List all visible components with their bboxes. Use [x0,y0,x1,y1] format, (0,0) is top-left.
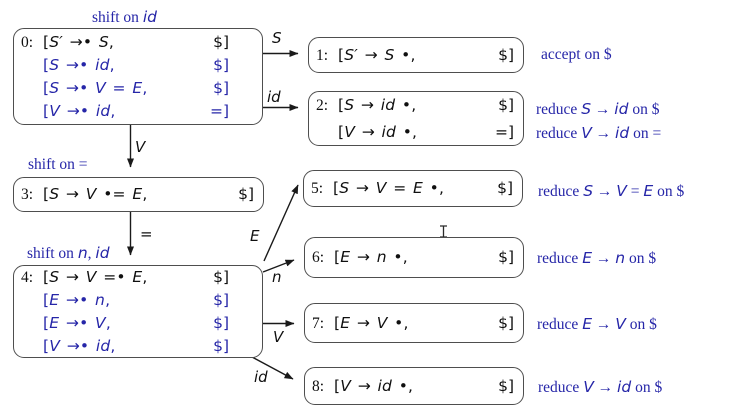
state-number: 6: [312,249,325,266]
item-production: [S →• V = E, [43,78,148,97]
item-production: [S → V = E •, [333,179,445,197]
shift-label-state-3: shift on = [28,156,88,173]
lr-item: 4: [S → V =• E, $] [21,266,253,289]
edge-label-n: n [272,268,282,286]
lr-item: [V →• id, =] [21,100,253,123]
lr-item: [V →• id, $] [21,335,253,358]
item-production: [E →• V, [43,313,111,332]
item-lookahead: $] [238,185,254,203]
lr-item: 8: [V → id •, $] [312,375,514,398]
edge-label-id: id [267,88,281,106]
state-number: 1: [316,46,329,64]
item-lookahead: $] [213,55,229,74]
annotation-reduce: reduce E → V on $ [537,315,657,333]
item-lookahead: $] [213,313,229,332]
shift-label-state-4: shift on n, id [27,244,110,262]
item-production: [V → id •, [334,376,414,395]
shift-label-state-0: shift on id [92,8,157,26]
item-lookahead: $] [213,336,229,355]
state-number: 7: [312,314,325,332]
item-production: [S′ → S •, [338,45,416,64]
edge-label-E: E [250,227,260,245]
state-4-box: 4: [S → V =• E, $] [E →• n, $] [E →• V, … [13,265,263,358]
lr-item: [S →• V = E, $] [21,77,253,100]
item-lookahead: $] [498,313,514,332]
state-number: 5: [311,180,324,197]
lr-item: 6: [E → n •, $] [312,246,514,269]
item-lookahead: $] [498,248,514,266]
arrow-4-to-5 [263,184,299,262]
state-7-box: 7: [E → V •, $] [304,303,524,343]
state-number: 2: [316,97,329,114]
state-1-box: 1: [S′ → S •, $] [308,37,524,73]
state-6-box: 6: [E → n •, $] [304,237,524,278]
item-production: [S → V =• E, [43,267,148,286]
state-0-box: 0: [S′ →• S, $] [S →• id, $] [S →• V = E… [13,28,263,125]
lr-item: [E →• n, $] [21,289,253,312]
item-production: [E →• n, [43,290,111,309]
item-production: [S → id •, [338,96,417,114]
item-lookahead: $] [213,290,229,309]
item-production: [S → V •= E, [43,185,148,203]
lr-item: 5: [S → V = E •, $] [311,177,513,200]
edge-label-V: V [273,328,284,346]
item-production: [V → id •, [338,123,418,141]
lr-item: 2: [S → id •, $] [316,92,514,119]
arrow-4-to-8 [251,356,294,380]
state-number: 4: [21,268,34,286]
lr-item: 7: [E → V •, $] [312,312,514,335]
item-lookahead: $] [498,96,514,114]
item-lookahead: $] [497,179,513,197]
edge-label-V: V [135,138,146,156]
item-lookahead: =] [209,101,229,120]
item-production: [V →• id, [43,101,116,120]
edge-label-id: id [254,368,268,386]
i-beam-cursor [440,225,447,238]
state-3-box: 3: [S → V •= E, $] [13,177,264,212]
lr-item: [V → id •, =] [316,119,514,145]
item-production: [S′ →• S, [43,32,114,51]
item-lookahead: =] [494,123,514,141]
state-number: 0: [21,33,34,51]
lr-item: 1: [S′ → S •, $] [316,44,514,67]
lr-item: [S →• id, $] [21,54,253,77]
state-8-box: 8: [V → id •, $] [304,367,524,405]
lr-item: [E →• V, $] [21,312,253,335]
annotation-reduce: reduce S → id on $ [536,100,660,118]
annotation-reduce: reduce V → id on = [536,124,662,142]
annotation-reduce: reduce E → n on $ [537,249,657,267]
edge-label-eq: = [140,225,153,243]
arrow-4-to-6 [262,259,295,273]
item-production: [E → V •, [334,313,409,332]
annotation-accept: accept on $ [541,46,612,63]
state-number: 8: [312,377,325,395]
edge-label-S: S [272,29,282,47]
annotation-reduce: reduce V → id on $ [538,378,663,396]
item-lookahead: $] [498,376,514,395]
annotation-reduce: reduce S → V = E on $ [538,182,685,200]
state-5-box: 5: [S → V = E •, $] [303,170,523,207]
state-2-box: 2: [S → id •, $] [V → id •, =] [308,91,524,146]
item-lookahead: $] [213,78,229,97]
lr-item: 0: [S′ →• S, $] [21,31,253,54]
item-production: [E → n •, [334,248,408,266]
item-production: [V →• id, [43,336,116,355]
item-production: [S →• id, [43,55,115,74]
item-lookahead: $] [213,267,229,286]
state-number: 3: [21,186,34,203]
lr-item: 3: [S → V •= E, $] [21,183,254,206]
item-lookahead: $] [213,32,229,51]
item-lookahead: $] [498,45,514,64]
